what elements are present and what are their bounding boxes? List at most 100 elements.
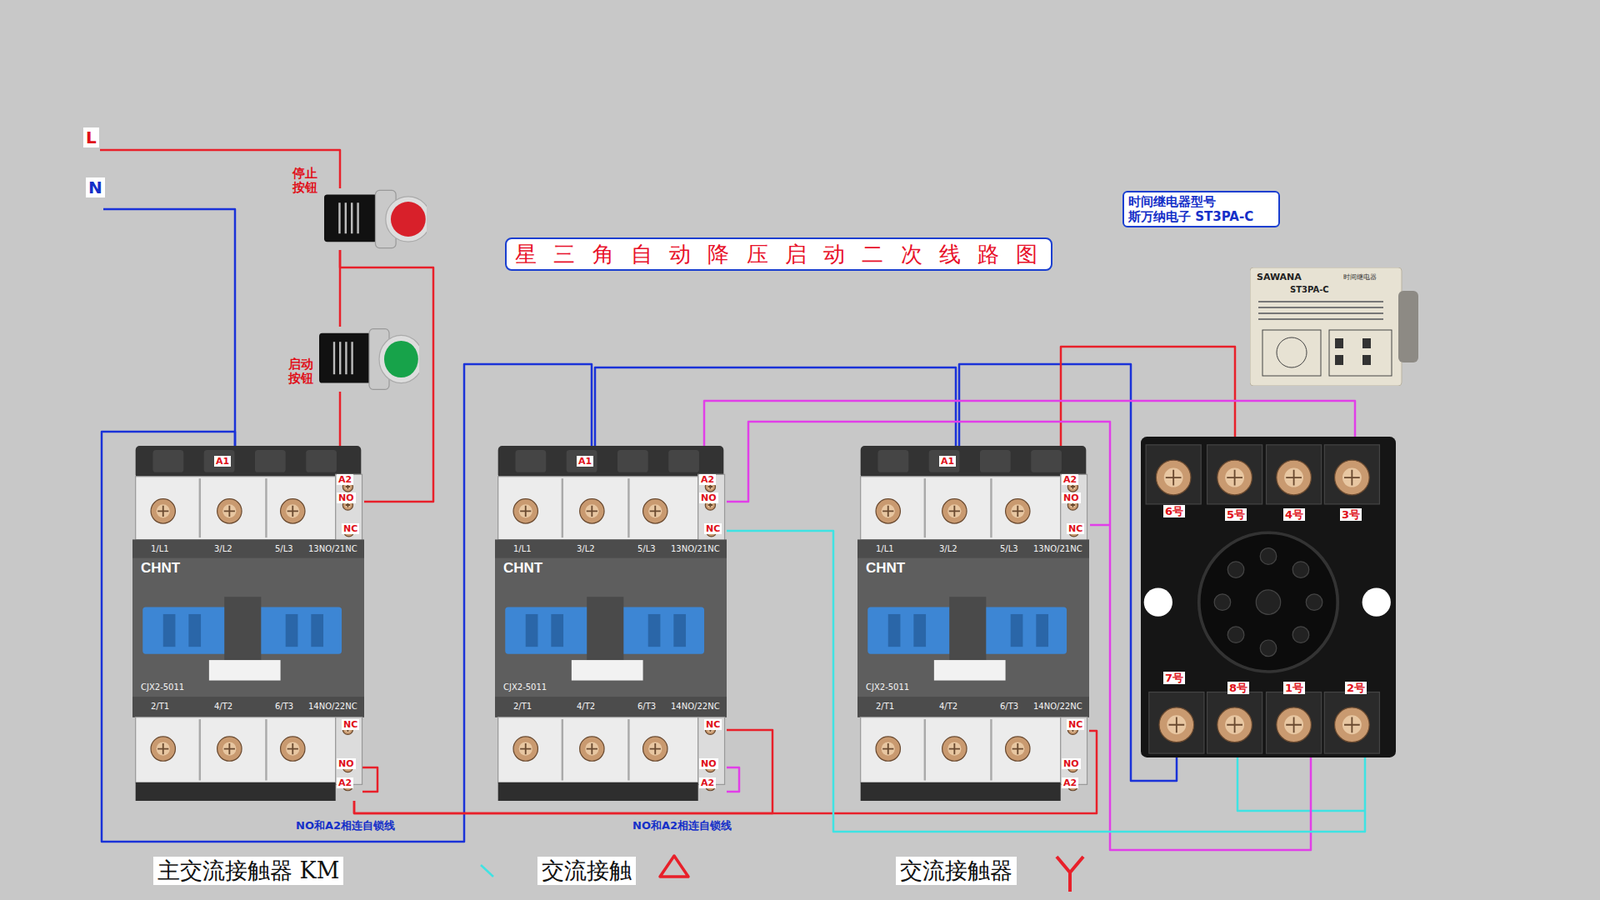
mounting-hole bbox=[1362, 587, 1391, 616]
terminal-marking: 13NO/21NC bbox=[1033, 544, 1083, 555]
screw-head bbox=[1225, 468, 1245, 488]
terminal-divider bbox=[561, 719, 564, 780]
screw-head bbox=[1166, 715, 1186, 735]
relay-model-box: 时间继电器型号 斯万纳电子 ST3PA-C bbox=[1122, 190, 1280, 228]
contactor-illustration bbox=[132, 445, 365, 801]
screw-head bbox=[156, 741, 170, 755]
screw-head bbox=[648, 741, 662, 755]
terminal-marking: 3/L2 bbox=[214, 544, 233, 555]
cap-ridge bbox=[877, 450, 909, 473]
screw-head bbox=[881, 504, 895, 518]
terminal-marking: 14NO/22NC bbox=[308, 701, 358, 712]
contactor-illustration bbox=[857, 445, 1090, 801]
terminal-marking: 1/L1 bbox=[150, 544, 170, 555]
contactor-body bbox=[132, 540, 365, 718]
time-relay-photo: SAWANA时间继电器ST3PA-C bbox=[1250, 267, 1419, 386]
control-wire bbox=[1060, 346, 1235, 446]
terminal-divider bbox=[990, 719, 992, 780]
name-plate bbox=[571, 660, 644, 680]
terminal-marking: 14NO/22NC bbox=[1033, 701, 1083, 712]
screw-slot bbox=[650, 743, 661, 755]
contactor-illustration bbox=[495, 445, 727, 801]
contactor-body bbox=[495, 540, 727, 718]
terminal-screw bbox=[942, 499, 967, 524]
aux-block bbox=[335, 717, 363, 785]
slider-slot bbox=[163, 614, 176, 647]
screw-slot bbox=[1165, 470, 1182, 486]
terminal-divider bbox=[265, 478, 267, 538]
terminal-marking: 1/L1 bbox=[513, 544, 532, 555]
screw-slot bbox=[287, 743, 299, 755]
relay-type: ST3PA-C bbox=[1290, 285, 1330, 295]
terminal-block bbox=[860, 476, 1061, 540]
terminal-block bbox=[860, 717, 1061, 783]
terminal-label: NC bbox=[341, 523, 360, 535]
name-plate bbox=[209, 660, 281, 680]
terminal-label: NC bbox=[1066, 523, 1085, 535]
relay-brand: SAWANA bbox=[1256, 271, 1302, 283]
print-line bbox=[1258, 318, 1384, 320]
screw-slot bbox=[345, 502, 351, 508]
screw-slot bbox=[345, 484, 351, 490]
terminal-label: NO bbox=[699, 492, 719, 504]
terminal-marking: 5/L3 bbox=[637, 544, 656, 555]
screw-slot bbox=[1012, 505, 1024, 517]
button-contact-block bbox=[319, 333, 371, 384]
terminal-screw bbox=[280, 736, 305, 761]
slider-slot bbox=[673, 614, 686, 647]
screw-slot bbox=[1012, 743, 1024, 755]
cap-ridge bbox=[929, 450, 960, 473]
terminal-cell bbox=[1207, 445, 1263, 505]
terminal-cell bbox=[1145, 445, 1201, 505]
terminal-cell bbox=[1149, 692, 1205, 755]
screw-head bbox=[585, 741, 599, 755]
terminal-marking: 4/T2 bbox=[214, 701, 233, 712]
slider-slot bbox=[648, 614, 661, 647]
terminal-screw bbox=[580, 736, 605, 761]
terminal-screw bbox=[150, 499, 175, 524]
terminal-divider bbox=[265, 719, 267, 780]
screw-slot bbox=[1070, 484, 1076, 490]
screw-slot bbox=[708, 484, 714, 490]
screw-slot bbox=[520, 505, 531, 517]
contactor-cap bbox=[860, 445, 1087, 479]
screw-slot bbox=[1168, 716, 1185, 733]
socket-hole bbox=[1260, 640, 1277, 657]
jumper-wire bbox=[1090, 524, 1110, 527]
terminal-label: NC bbox=[704, 719, 722, 730]
main-contactor: 主交流接触器 KMA1A2NONCCHNT1/L13/L25/L313NO/21… bbox=[132, 445, 365, 801]
block-print bbox=[350, 341, 353, 375]
terminal-screw bbox=[580, 499, 605, 524]
aux-block bbox=[335, 474, 363, 542]
connection-chart bbox=[1276, 337, 1307, 368]
slider-tab bbox=[949, 596, 986, 660]
aux-block bbox=[1060, 474, 1088, 542]
screw-head bbox=[519, 741, 533, 755]
model-note: 时间继电器型号 斯万纳电子 ST3PA-C bbox=[1128, 194, 1275, 225]
terminal-label: NC bbox=[1066, 719, 1085, 730]
screw-slot bbox=[708, 502, 714, 508]
contactor-cap bbox=[498, 445, 725, 479]
start-button: 启动 按钮 bbox=[319, 326, 420, 392]
pin-number: 1号 bbox=[1283, 681, 1305, 695]
terminal-marking: 13NO/21NC bbox=[308, 544, 358, 555]
screw-head bbox=[1010, 741, 1025, 755]
terminal-screw bbox=[643, 499, 668, 524]
self-lock-wire bbox=[726, 767, 740, 792]
marking-band bbox=[857, 696, 1090, 717]
screw-slot bbox=[224, 505, 235, 517]
terminal-screw bbox=[513, 736, 538, 761]
dip-switch bbox=[1335, 338, 1344, 349]
screw-slot bbox=[1226, 470, 1243, 486]
screw-head bbox=[1284, 468, 1304, 488]
cap-ridge bbox=[204, 450, 235, 473]
terminal-label: A2 bbox=[699, 777, 716, 789]
socket-hole bbox=[1292, 561, 1310, 579]
pin-number: 3号 bbox=[1340, 508, 1362, 521]
line-terminal: L bbox=[83, 127, 100, 148]
block-print bbox=[333, 341, 335, 375]
cap-ridge bbox=[980, 450, 1011, 473]
socket-hole bbox=[1305, 594, 1323, 611]
terminal-screw bbox=[643, 736, 668, 761]
screw-slot bbox=[157, 743, 169, 755]
